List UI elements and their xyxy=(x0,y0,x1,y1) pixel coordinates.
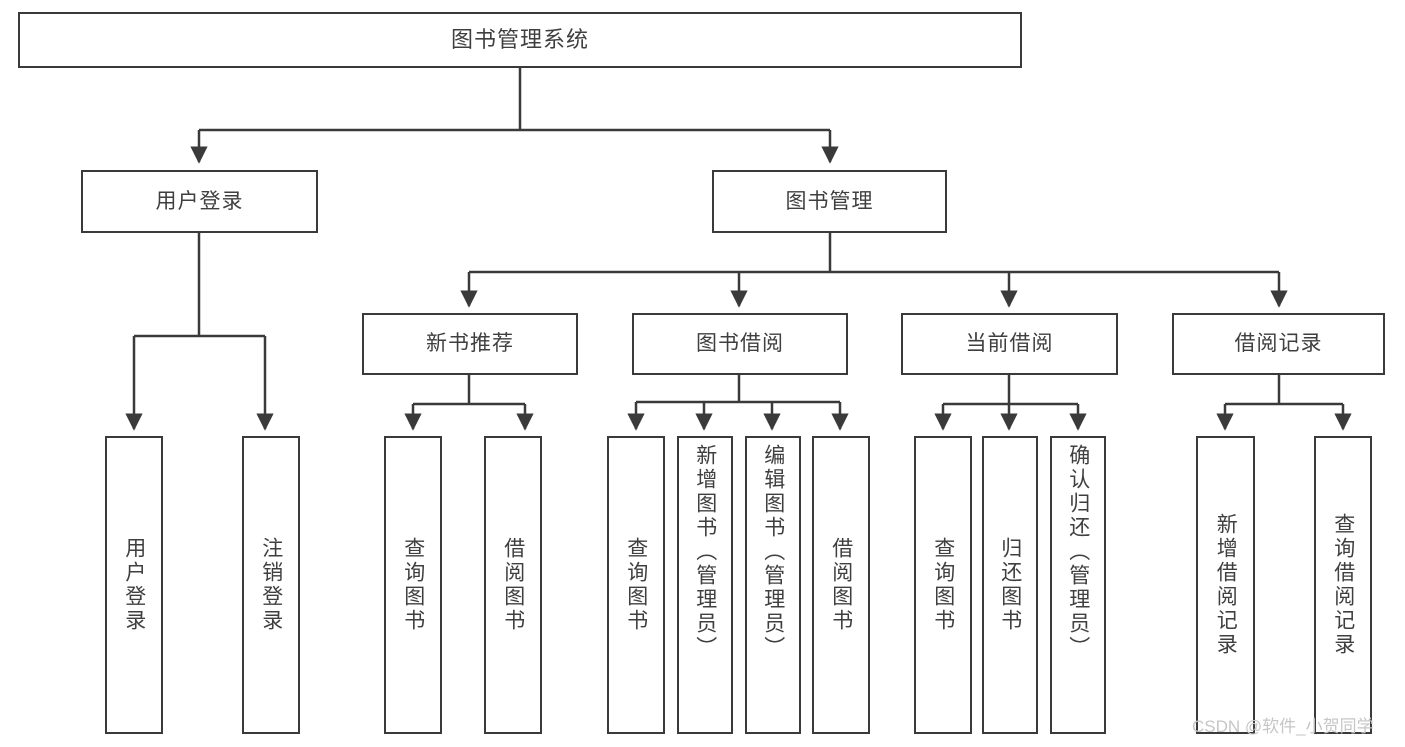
leaf-query-book-borrow[interactable]: 查询图书 xyxy=(607,436,665,734)
node-label: 确认归还（管理员） xyxy=(1066,444,1090,660)
node-label: 用户登录 xyxy=(155,189,244,213)
leaf-borrow-book-recommend[interactable]: 借阅图书 xyxy=(484,436,542,734)
leaf-logout-login[interactable]: 注销登录 xyxy=(242,436,300,734)
node-new-book-recommend[interactable]: 新书推荐 xyxy=(362,313,578,375)
node-root-book-management-system[interactable]: 图书管理系统 xyxy=(18,12,1022,68)
node-label: 借阅记录 xyxy=(1234,332,1323,356)
node-label: 注销登录 xyxy=(259,537,283,633)
node-label: 借阅图书 xyxy=(829,537,853,633)
node-label: 借阅图书 xyxy=(501,537,525,633)
leaf-return-book[interactable]: 归还图书 xyxy=(982,436,1038,734)
node-label: 当前借阅 xyxy=(965,332,1054,356)
leaf-query-book-recommend[interactable]: 查询图书 xyxy=(384,436,442,734)
node-book-management[interactable]: 图书管理 xyxy=(712,170,947,233)
node-label: 用户登录 xyxy=(122,537,146,633)
node-label: 新增借阅记录 xyxy=(1214,513,1238,657)
node-user-login[interactable]: 用户登录 xyxy=(81,170,318,233)
csdn-watermark: CSDN @软件_小贺同学 xyxy=(1192,717,1374,736)
node-label: 查询图书 xyxy=(931,537,955,633)
leaf-confirm-return-admin[interactable]: 确认归还（管理员） xyxy=(1050,436,1106,734)
node-label: 新书推荐 xyxy=(426,332,514,356)
leaf-edit-book-admin[interactable]: 编辑图书（管理员） xyxy=(745,436,801,734)
node-label: 查询图书 xyxy=(624,537,648,633)
node-label: 查询图书 xyxy=(401,537,425,633)
node-label: 归还图书 xyxy=(998,537,1022,633)
leaf-add-borrow-record[interactable]: 新增借阅记录 xyxy=(1196,436,1255,734)
node-label: 查询借阅记录 xyxy=(1331,513,1355,657)
leaf-query-borrow-record[interactable]: 查询借阅记录 xyxy=(1314,436,1372,734)
leaf-query-book-current[interactable]: 查询图书 xyxy=(914,436,972,734)
node-book-borrow[interactable]: 图书借阅 xyxy=(632,313,848,375)
leaf-borrow-book[interactable]: 借阅图书 xyxy=(812,436,870,734)
leaf-user-login[interactable]: 用户登录 xyxy=(105,436,163,734)
node-label: 图书管理系统 xyxy=(450,26,589,52)
node-label: 新增图书（管理员） xyxy=(693,444,717,660)
node-label: 图书借阅 xyxy=(696,332,784,356)
node-label: 编辑图书（管理员） xyxy=(761,444,785,660)
node-borrow-record[interactable]: 借阅记录 xyxy=(1172,313,1385,375)
node-label: 图书管理 xyxy=(785,189,874,213)
leaf-add-book-admin[interactable]: 新增图书（管理员） xyxy=(677,436,733,734)
node-current-borrow[interactable]: 当前借阅 xyxy=(901,313,1118,375)
